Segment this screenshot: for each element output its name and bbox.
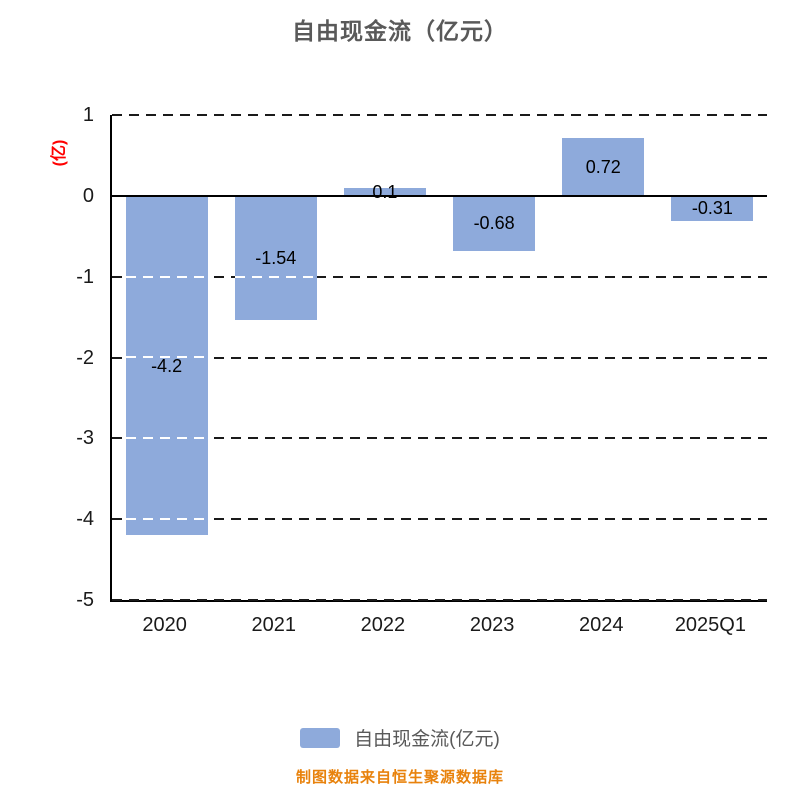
bar-2025Q1 [671,195,754,221]
bar-2021 [234,195,317,321]
y-tick-label--3: -3 [76,427,94,450]
legend-label: 自由现金流(亿元) [354,729,500,750]
x-category-label-2023: 2023 [469,614,515,636]
x-category-label-2025Q1: 2025Q1 [674,614,746,636]
x-category-label-2022: 2022 [360,614,406,636]
y-tick-label--4: -4 [76,508,94,531]
legend: 自由现金流(亿元) [0,724,800,751]
gridline-y--3 [112,437,767,440]
bar-2024 [562,137,645,196]
bar-gridline-overlay [125,356,208,359]
bar-2022 [343,187,426,196]
zero-axis-line [112,194,767,197]
y-tick-label--1: -1 [76,265,94,288]
x-category-label-2021: 2021 [251,614,297,636]
gridline-y--5 [112,599,767,601]
y-tick-label-1: 1 [82,104,94,126]
bar-2020 [125,195,208,536]
x-category-label-2024: 2024 [579,614,624,636]
gridline-y--2 [112,356,767,359]
legend-swatch [300,727,341,748]
bar-2023 [453,195,536,251]
bar-value-label-2021: -1.54 [255,248,297,269]
bar-value-label-2020: -4.2 [151,355,183,376]
y-tick-label--5: -5 [76,589,94,611]
gridline-y--1 [112,275,767,278]
bar-value-label-2024: 0.72 [585,156,621,177]
gridline-y--4 [112,518,767,521]
y-axis-unit-label: (亿) [51,139,68,167]
bar-value-label-2023: -0.68 [473,213,515,234]
bar-value-label-2025Q1: -0.31 [691,198,733,219]
bar-gridline-overlay [234,275,317,278]
gridline-y-1 [112,114,767,116]
x-category-label-2020: 2020 [142,614,187,636]
y-tick-label-0: 0 [82,184,94,207]
bar-gridline-overlay [125,437,208,440]
data-source-note: 制图数据来自恒生聚源数据库 [295,769,504,786]
bar-value-label-2022: 0.1 [372,181,398,202]
y-tick-label--2: -2 [76,346,94,369]
bar-gridline-overlay [125,518,208,521]
plot-area: -4.2 -1.54 0.1 -0.68 0.72 -0.31 [110,114,767,602]
chart-title: 自由现金流（亿元） [292,18,508,44]
bar-gridline-overlay [125,275,208,278]
